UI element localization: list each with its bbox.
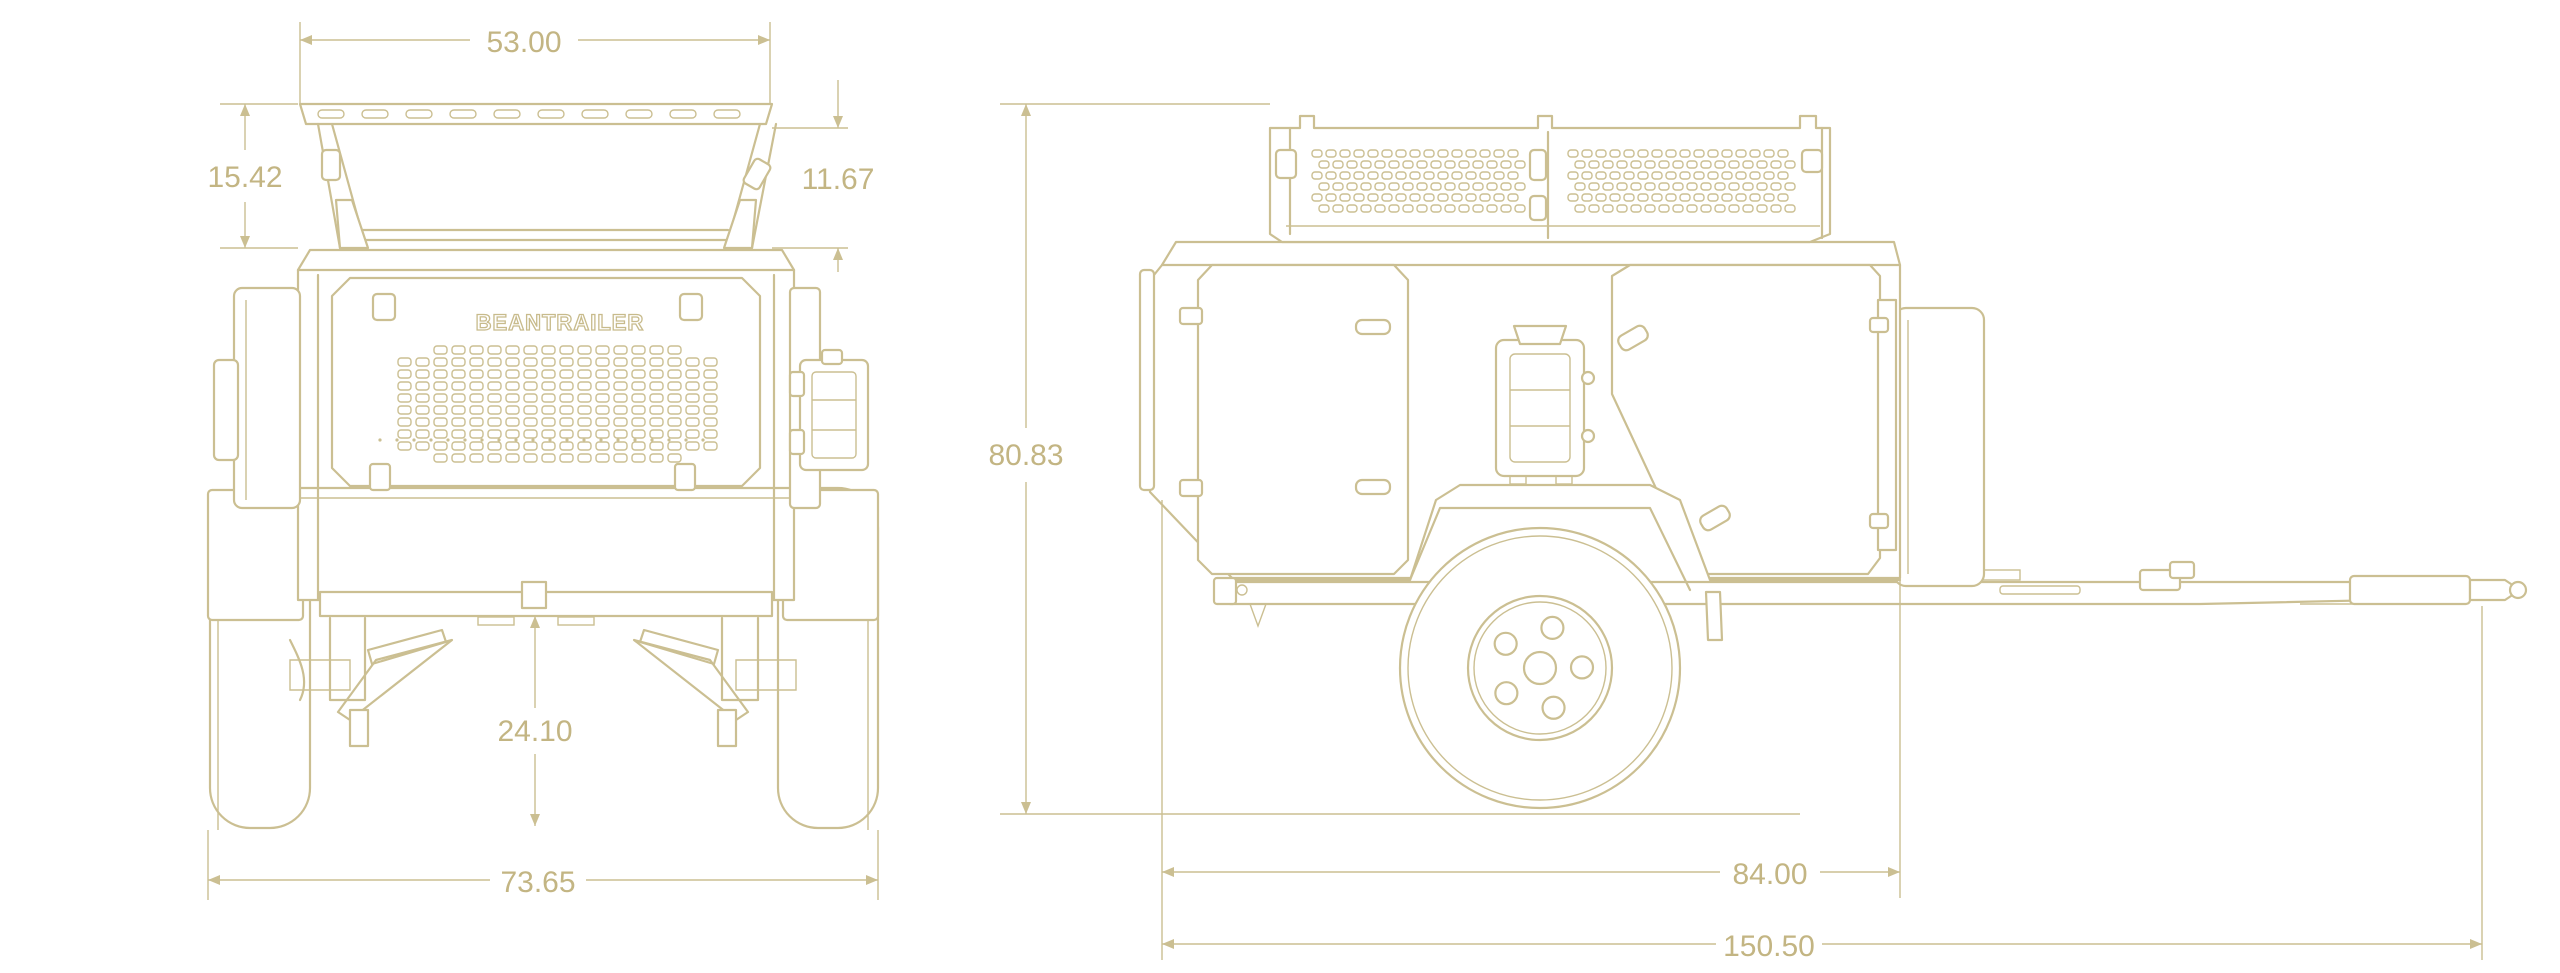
side-jerry-can (1494, 324, 1596, 485)
side-front-door (1196, 263, 1410, 576)
dimension-lines (207, 22, 2483, 960)
side-view-trailer (1138, 114, 2528, 810)
front-left-side-box (232, 286, 302, 510)
dim-front-overall-width: 73.65 (500, 866, 575, 899)
front-panel: BEANTRAILER (330, 276, 762, 492)
dim-side-overall-height: 80.83 (988, 439, 1063, 472)
dimension-arrows (208, 35, 2482, 949)
front-vent-grid (378, 345, 718, 463)
dim-front-rack-width: 53.00 (486, 26, 561, 59)
side-roof-basket (1268, 114, 1832, 244)
dim-front-rack-side-height: 11.67 (802, 163, 875, 196)
dim-side-body-length: 84.00 (1732, 858, 1807, 891)
front-roof-rack (298, 102, 778, 250)
side-body (1138, 240, 1902, 642)
side-rear-door (1610, 263, 1882, 576)
dim-front-rack-height: 15.42 (207, 161, 282, 194)
brand-logo: BEANTRAILER (476, 310, 645, 335)
front-jerry-can (788, 348, 870, 472)
front-left-fender (206, 488, 305, 622)
front-right-fender (781, 488, 880, 622)
side-road-wheel (1398, 526, 1682, 810)
front-lid (296, 248, 796, 272)
dim-side-overall-length: 150.50 (1723, 930, 1815, 963)
dim-front-ground-clearance: 24.10 (497, 715, 572, 748)
front-view-trailer: BEANTRAILER (206, 102, 880, 830)
